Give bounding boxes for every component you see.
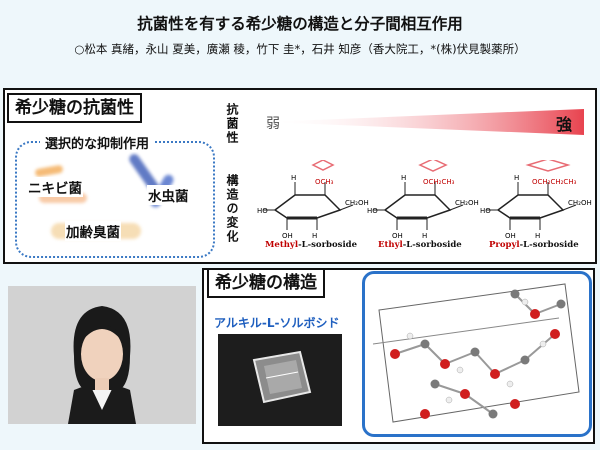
svg-text:OCH₂CH₃: OCH₂CH₃: [423, 178, 455, 186]
crystal-packing-model: [362, 271, 592, 437]
svg-text:HO: HO: [257, 207, 268, 215]
structure-axis-label: 構造の変化: [225, 174, 239, 244]
germ-label-aging-odor: 加齢臭菌: [65, 221, 121, 241]
svg-text:H: H: [312, 232, 317, 240]
svg-text:OCH₂CH₂CH₃: OCH₂CH₂CH₃: [532, 178, 577, 186]
svg-text:OH: OH: [505, 232, 516, 240]
svg-text:HO: HO: [480, 207, 491, 215]
svg-text:CH₂OH: CH₂OH: [568, 199, 592, 207]
svg-text:HO: HO: [367, 207, 378, 215]
weak-label: 弱: [266, 116, 280, 132]
svg-text:H: H: [535, 232, 540, 240]
antibacterial-heading: 希少糖の抗菌性: [7, 93, 142, 123]
propyl-sorboside-structure: OCH₂CH₂CH₃ HO CH₂OH OH H H: [480, 160, 592, 240]
svg-text:H: H: [422, 232, 427, 240]
ethyl-sorboside-structure: OCH₂CH₃ HO CH₂OH OH H H: [367, 160, 479, 240]
germ-label-athlete-foot: 水虫菌: [147, 185, 190, 205]
presenter-photo: [8, 286, 196, 424]
crystal-photo: [218, 334, 342, 426]
selective-inhibition-title: 選択的な抑制作用: [40, 133, 155, 152]
svg-text:OH: OH: [392, 232, 403, 240]
molecule-name-ethyl: Ethyl-L-sorboside: [378, 240, 462, 250]
svg-text:CH₂OH: CH₂OH: [345, 199, 369, 207]
acne-bacteria-image: [39, 193, 87, 203]
author-line: ○松本 真緒，永山 夏美，廣瀬 稜，竹下 圭*，石井 知彦（香大院工，*(株)伏…: [74, 42, 526, 56]
alkyl-sorboside-caption: アルキル-L-ソルボシド: [214, 316, 340, 330]
svg-text:CH₂OH: CH₂OH: [455, 199, 479, 207]
svg-text:H: H: [291, 174, 296, 182]
acne-bacteria-image: [34, 164, 64, 178]
svg-text:H: H: [514, 174, 519, 182]
activity-gradient-bar: [264, 109, 584, 135]
molecule-name-methyl: Methyl-L-sorboside: [265, 240, 358, 250]
strong-label: 強: [556, 115, 573, 134]
activity-axis-label: 抗菌性: [225, 103, 239, 145]
svg-text:OH: OH: [282, 232, 293, 240]
structure-heading: 希少糖の構造: [207, 268, 325, 298]
methyl-sorboside-structure: OCH₃ HO CH₂OH OH H H: [257, 160, 369, 240]
germ-label-acne: ニキビ菌: [27, 177, 83, 197]
svg-text:OCH₃: OCH₃: [315, 178, 334, 186]
poster-title: 抗菌性を有する希少糖の構造と分子間相互作用: [137, 15, 463, 33]
molecule-name-propyl: Propyl-L-sorboside: [489, 240, 579, 250]
selective-inhibition-box: ニキビ菌 水虫菌 加齢臭菌: [15, 141, 215, 258]
svg-text:H: H: [401, 174, 406, 182]
